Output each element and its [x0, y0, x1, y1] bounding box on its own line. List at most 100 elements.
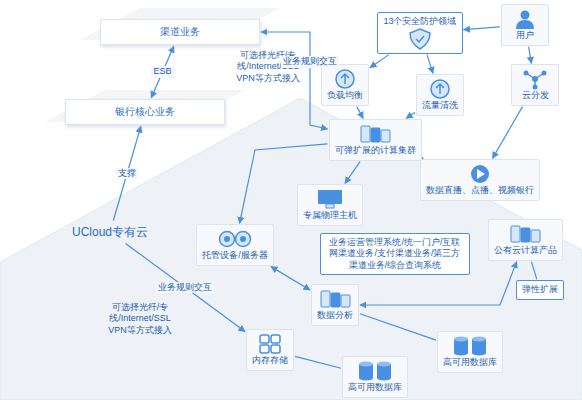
node-text: 数据直播、点播、视频银行: [426, 185, 534, 196]
node-text: 用户: [516, 30, 534, 41]
ring-icon: [336, 70, 354, 88]
connector: [406, 112, 415, 118]
monitor-node: 专属物理主机: [297, 184, 363, 225]
node-text: 高可用数据库: [348, 382, 402, 393]
grid-icon: [260, 335, 280, 353]
servers-part: [521, 228, 530, 242]
ring-part: [336, 70, 354, 88]
share-part: [524, 71, 529, 76]
db-part: [472, 337, 486, 342]
db-part: [377, 362, 391, 367]
ring-part: [436, 84, 444, 94]
node-icon: [357, 360, 393, 382]
text-box: 业务运营管理系统/统一门户/互联网渠道业务/支付渠道业务/第三方渠道业务/综合查…: [320, 233, 470, 275]
servers-part: [511, 226, 520, 242]
servers-part: [371, 128, 380, 142]
servers-part: [531, 230, 540, 242]
ring-part: [341, 74, 349, 84]
connector: [345, 162, 360, 184]
monitor-part: [326, 204, 334, 208]
grid-node: 内存存储: [246, 329, 294, 370]
share-part: [533, 85, 538, 90]
user-part: [521, 11, 530, 20]
ring-node: 流量清洗: [416, 74, 464, 115]
connector: [531, 262, 536, 280]
node-text: 可弹扩展的计算集群: [335, 145, 416, 156]
connector: [113, 126, 140, 220]
monitor-icon: [318, 190, 342, 208]
node-text: 流量清洗: [422, 100, 458, 111]
disk-icon: [219, 232, 250, 247]
connector: [464, 27, 501, 30]
db-node: 高可用数据库: [437, 331, 503, 372]
db-part: [454, 351, 468, 356]
play-node: 数据直播、点播、视频银行: [420, 159, 540, 200]
db-part: [359, 362, 373, 367]
access-note: 可选择光纤/专线/Internet/SSL VPN等方式接入: [98, 302, 182, 336]
servers-part: [361, 126, 370, 142]
db-part: [454, 337, 468, 342]
grid-part: [260, 335, 269, 343]
connector: [271, 267, 310, 290]
db-part: [377, 376, 391, 381]
grid-part: [271, 335, 280, 343]
edge-label: ESB: [151, 66, 173, 77]
node-icon: [462, 163, 498, 185]
shield-part: [410, 29, 430, 49]
node-text: 公有云计算产品: [494, 245, 557, 256]
shield-part: [416, 36, 424, 42]
servers-icon: [361, 126, 390, 142]
disk-part: [240, 236, 246, 242]
servers-part: [381, 130, 390, 142]
db-part: [472, 351, 486, 356]
servers-icon: [321, 291, 350, 307]
servers-node: 数据分析: [311, 284, 359, 325]
share-node: 云分发: [511, 64, 559, 105]
db-node: 高可用数据库: [342, 356, 408, 397]
cloud-platform: [0, 98, 582, 400]
play-icon: [471, 165, 489, 183]
node-text: 专属物理主机: [303, 210, 357, 221]
node-icon: [422, 78, 458, 100]
connector: [370, 55, 389, 68]
node-text: 银行核心业务: [115, 106, 175, 119]
node-text: 托管设备/服务器: [202, 250, 268, 261]
connector: [493, 107, 523, 159]
connector: [360, 314, 436, 340]
monitor-part: [318, 190, 342, 204]
servers-part: [331, 293, 340, 307]
ring-part: [431, 80, 449, 98]
disk-part: [219, 232, 234, 247]
node-icon: [402, 28, 438, 50]
servers-part: [321, 291, 330, 307]
servers-node: 可弹扩展的计算集群: [329, 119, 422, 160]
user-icon: [516, 11, 534, 30]
shield-node: 13个安全防护领域: [377, 12, 462, 53]
node-icon: [327, 68, 363, 90]
node-icon: [507, 8, 543, 30]
node-text: 高可用数据库: [443, 357, 497, 368]
node-icon: [507, 223, 543, 245]
share-icon: [524, 71, 547, 90]
node-text: 13个安全防护领域: [383, 16, 456, 27]
user-node: 用户: [501, 4, 549, 45]
text-box: 弹性扩展: [516, 280, 564, 299]
node-text: 渠道业务: [160, 26, 200, 39]
connector: [357, 107, 363, 119]
text-box: 银行核心业务: [65, 99, 225, 126]
disk-node: 托管设备/服务器: [196, 224, 274, 265]
connector: [427, 55, 433, 74]
shield-icon: [410, 29, 430, 49]
node-icon: [317, 288, 353, 310]
disk-part: [235, 232, 250, 247]
db-part: [359, 376, 373, 381]
servers-part: [341, 295, 350, 307]
disk-part: [224, 236, 230, 242]
node-text: UCloud专有云: [72, 225, 148, 240]
connector: [151, 46, 174, 98]
servers-icon: [511, 226, 540, 242]
edge-label: 业务规则交互: [156, 282, 214, 293]
servers-node: 公有云计算产品: [488, 219, 563, 260]
node-icon: [517, 68, 553, 90]
